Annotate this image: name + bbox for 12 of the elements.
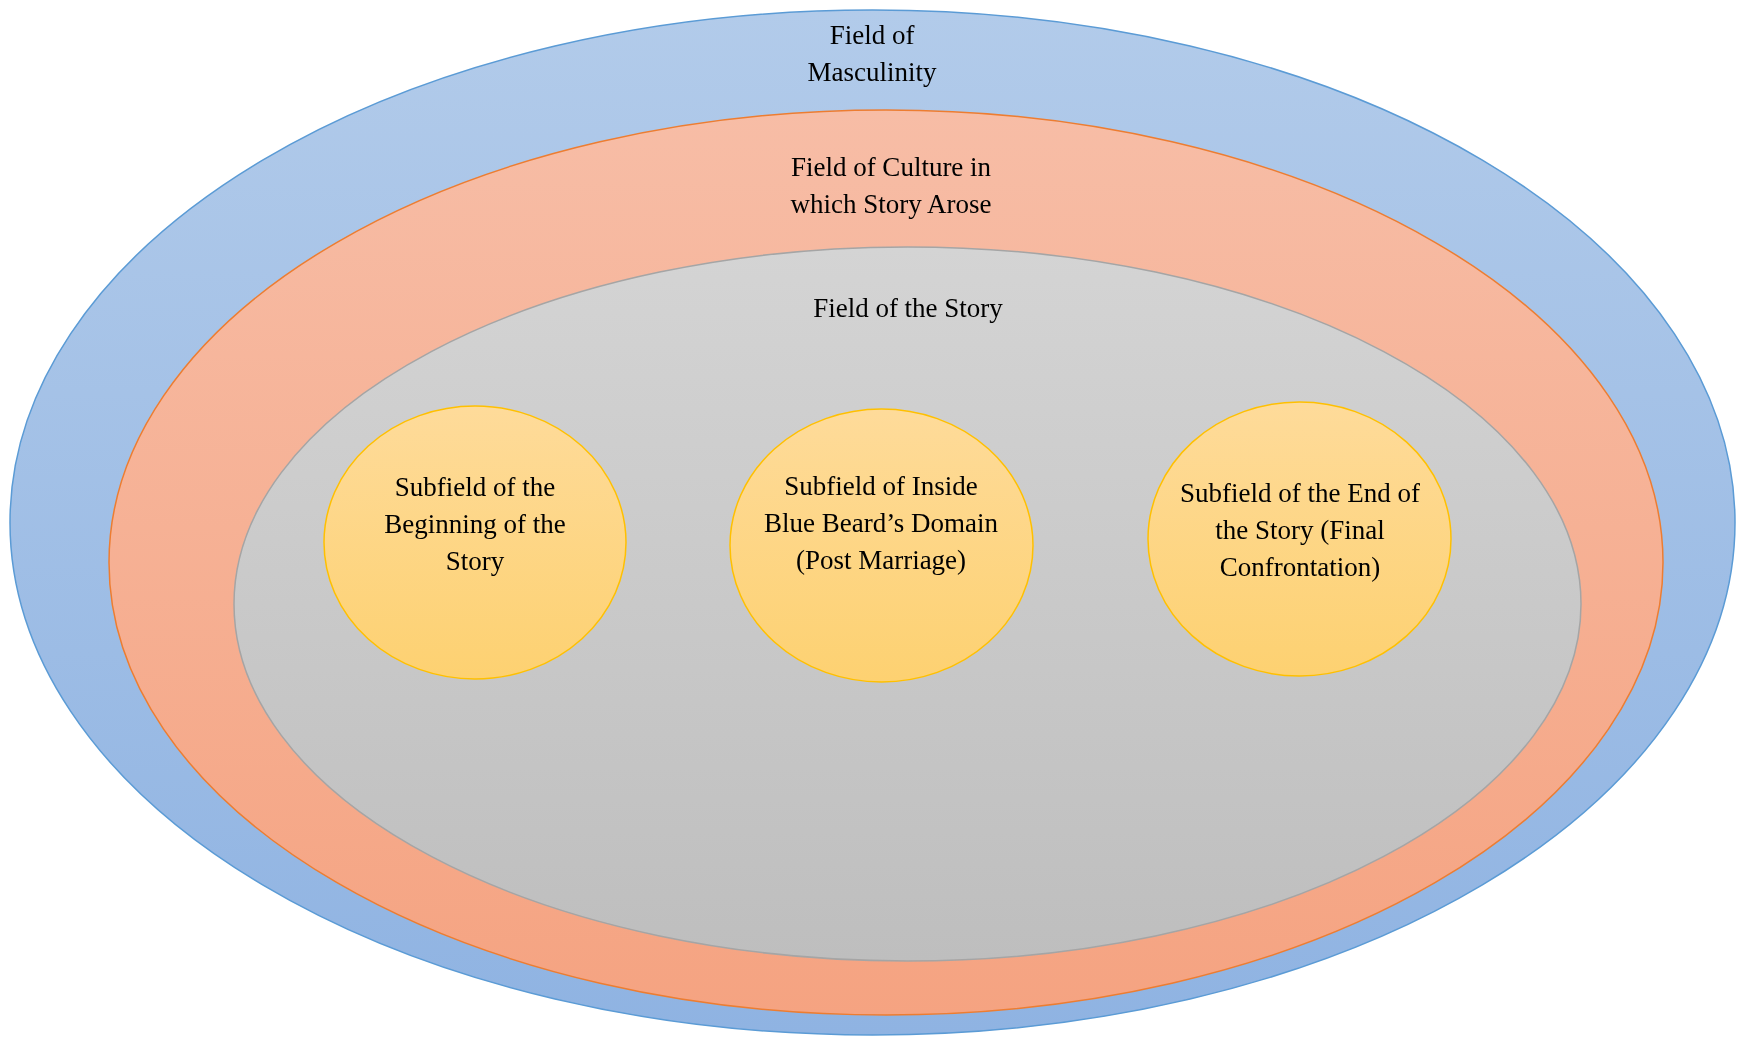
field-title: Field of Masculinity	[806, 19, 938, 89]
inner-ellipse	[233, 246, 1582, 962]
subfield-circle	[1147, 401, 1452, 677]
field-title: Field of the Story	[812, 292, 1004, 325]
outer-ellipse	[9, 9, 1736, 1036]
subfield-circle	[729, 408, 1034, 683]
middle-ellipse	[108, 109, 1664, 1016]
subfield-label: Subfield of the End of the Story (Final Confrontation)	[1179, 477, 1421, 584]
subfield-label: Subfield of the Beginning of the Story	[383, 471, 567, 578]
subfield-circle	[323, 405, 627, 680]
subfield-label: Subfield of Inside Blue Beard’s Domain (Post Marriage)	[763, 470, 999, 577]
field-title: Field of Culture in which Story Arose	[789, 151, 993, 221]
